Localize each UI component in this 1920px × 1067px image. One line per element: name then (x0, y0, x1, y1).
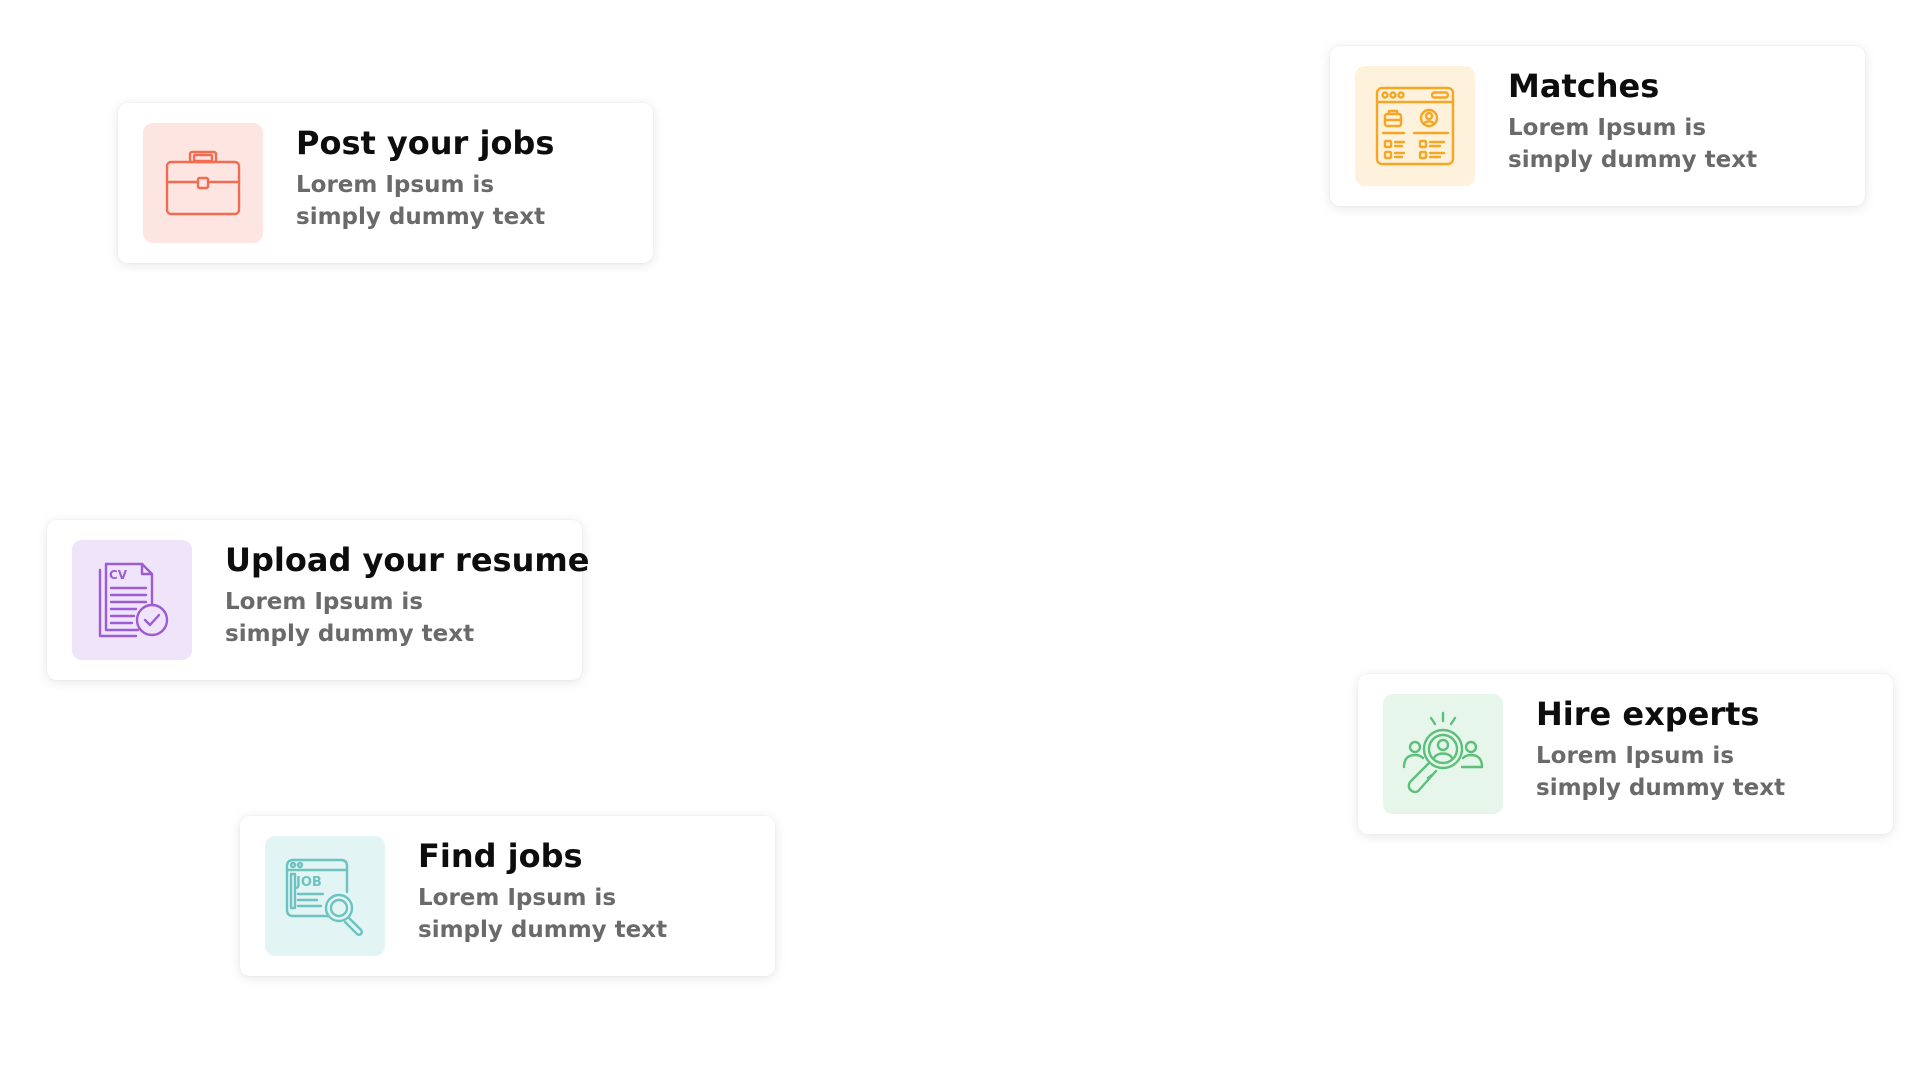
matches-card[interactable]: Matches Lorem Ipsum is simply dummy text (1330, 46, 1865, 206)
upload-resume-description: Lorem Ipsum is simply dummy text (225, 589, 475, 647)
search-person-icon (1402, 711, 1484, 794)
cv-label: CV (109, 568, 128, 582)
hire-experts-description: Lorem Ipsum is simply dummy text (1536, 743, 1786, 801)
briefcase-icon (165, 150, 241, 216)
post-jobs-title: Post your jobs (296, 124, 555, 162)
hire-experts-card[interactable]: Hire experts Lorem Ipsum is simply dummy… (1358, 674, 1893, 834)
find-jobs-card[interactable]: JOB Find jobs Lorem Ipsum is simply dumm… (240, 816, 775, 976)
upload-resume-title: Upload your resume (225, 541, 590, 579)
post-jobs-description: Lorem Ipsum is simply dummy text (296, 172, 546, 230)
post-jobs-icon-box (143, 123, 263, 243)
hire-experts-icon-box (1383, 694, 1503, 814)
find-jobs-icon-box: JOB (265, 836, 385, 956)
post-jobs-card[interactable]: Post your jobs Lorem Ipsum is simply dum… (118, 103, 653, 263)
cv-document-icon: CV (98, 562, 169, 638)
upload-resume-card[interactable]: CV Upload your resume Lorem Ipsum is sim… (47, 520, 589, 680)
matches-description: Lorem Ipsum is simply dummy text (1508, 115, 1758, 173)
job-label: JOB (295, 875, 322, 890)
find-jobs-description: Lorem Ipsum is simply dummy text (418, 885, 668, 943)
job-search-icon: JOB (285, 858, 363, 936)
find-jobs-title: Find jobs (418, 837, 583, 875)
browser-profile-icon (1375, 86, 1455, 166)
hire-experts-title: Hire experts (1536, 695, 1760, 733)
matches-icon-box (1355, 66, 1475, 186)
matches-title: Matches (1508, 67, 1660, 105)
upload-resume-icon-box: CV (72, 540, 192, 660)
